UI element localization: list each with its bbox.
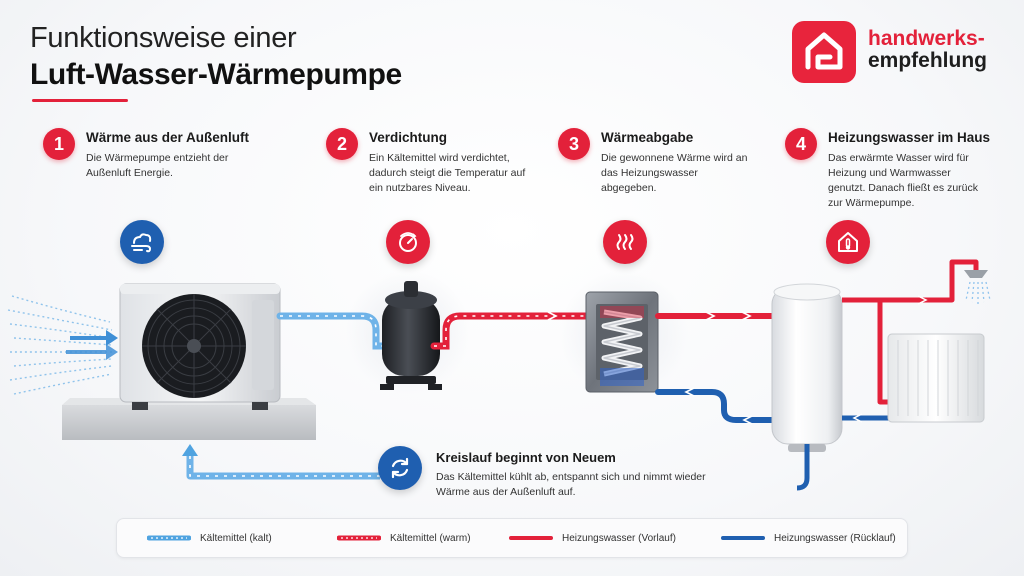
step-1-description: Die Wärmepumpe entzieht der Außenluft En…: [86, 152, 229, 179]
legend-label-supply-water: Heizungswasser (Vorlauf): [562, 532, 676, 544]
legend-swatch-return-water: [721, 536, 765, 540]
step-3-description: Die gewonnene Wärme wird an das Heizungs…: [601, 152, 748, 194]
wind-cloud-icon: [131, 233, 152, 253]
step-2-description: Ein Kältemittel wird verdichtet, dadurch…: [369, 152, 526, 194]
pipe-cold-refrigerant-return: [182, 444, 380, 480]
heat-waves-icon: [616, 234, 634, 250]
step-4-description: Das erwärmte Wasser wird für Heizung und…: [828, 152, 978, 209]
legend-label-warm-refrigerant: Kältemittel (warm): [390, 532, 471, 544]
step-1-icon-badge: [120, 220, 164, 264]
logo-line1: handwerks-: [868, 27, 985, 50]
storage-tank: [771, 283, 843, 452]
air-arrows: [66, 330, 118, 360]
step-4-icon-badge: [826, 220, 870, 264]
house-logo-icon: [805, 32, 843, 70]
shower-head: [964, 270, 991, 304]
pipe-return-heating-water: [655, 387, 775, 425]
logo-mark: [792, 21, 856, 83]
concrete-base: [62, 405, 316, 440]
legend-swatch-warm-refrigerant: [337, 535, 381, 541]
step-2-number: 2: [326, 128, 358, 160]
cycle-arrows-icon: [391, 457, 409, 479]
radiator: [887, 333, 985, 423]
cycle-description: Das Kältemittel kühlt ab, entspannt sich…: [436, 471, 706, 498]
step-1-title: Wärme aus der Außenluft: [86, 130, 250, 145]
page-title-line2: Luft-Wasser-Wärmepumpe: [30, 58, 402, 91]
compressor-gauge-icon: [399, 232, 417, 252]
compressor: [380, 281, 442, 390]
step-2-icon-badge: [386, 220, 430, 264]
legend-item-cold-refrigerant: Kältemittel (kalt): [147, 519, 272, 557]
legend-swatch-cold-refrigerant: [147, 535, 191, 541]
legend-item-return-water: Heizungswasser (Rücklauf): [721, 519, 896, 557]
heat-exchanger: [585, 291, 659, 393]
step-4-number: 4: [785, 128, 817, 160]
fan-grille: [142, 294, 246, 398]
step-2-title: Verdichtung: [369, 130, 448, 145]
step-3-number: 3: [558, 128, 590, 160]
pipe-cold-refrigerant-1: [276, 312, 392, 350]
cycle-title: Kreislauf beginnt von Neuem: [436, 450, 616, 465]
logo-wordmark: handwerks- empfehlung: [868, 28, 987, 72]
legend-label-return-water: Heizungswasser (Rücklauf): [774, 532, 896, 544]
step-4-title: Heizungswasser im Haus: [828, 130, 991, 145]
legend-swatch-supply-water: [509, 536, 553, 540]
title-underline: [32, 99, 128, 102]
legend-item-supply-water: Heizungswasser (Vorlauf): [509, 519, 676, 557]
pipe-supply-heating-water: [655, 311, 775, 321]
cycle-icon-badge: [378, 446, 422, 490]
pipe-warm-refrigerant: [430, 311, 604, 350]
legend-label-cold-refrigerant: Kältemittel (kalt): [200, 532, 272, 544]
air-flow-streaks: [7, 295, 113, 395]
legend: Kältemittel (kalt) Kältemittel (warm) He…: [116, 518, 908, 558]
step-3-title: Wärmeabgabe: [601, 130, 694, 145]
house-thermometer-icon: [838, 232, 858, 252]
step-3-icon-badge: [603, 220, 647, 264]
pipe-house-supply: [842, 259, 979, 405]
step-1-number: 1: [43, 128, 75, 160]
page-title-line1: Funktionsweise einer: [30, 22, 297, 54]
legend-item-warm-refrigerant: Kältemittel (warm): [337, 519, 471, 557]
logo-line2: empfehlung: [868, 49, 987, 72]
